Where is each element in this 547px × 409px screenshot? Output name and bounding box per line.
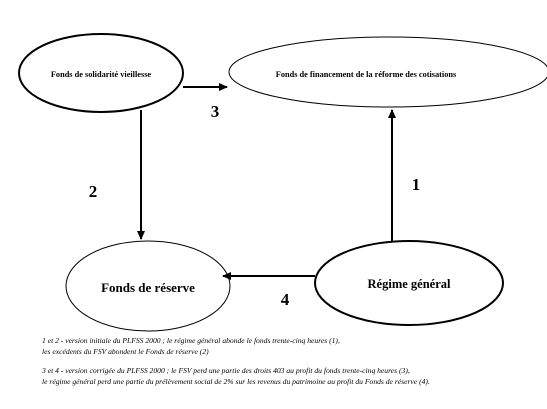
node-reserve: Fonds de réserve	[65, 240, 231, 332]
edge-label-1: 1	[412, 175, 421, 194]
footnote-line-4: le régime général perd une partie du pré…	[42, 376, 430, 386]
footnotes: 1 et 2 - version initiale du PLFSS 2000 …	[42, 336, 542, 387]
node-regime-label: Régime général	[368, 277, 451, 291]
footnote-line-3: 3 et 4 - version corrigée du PLFSS 2000 …	[42, 366, 410, 375]
node-forec: Fonds de financement de la réforme des c…	[228, 36, 547, 108]
edge-label-2: 2	[89, 182, 98, 201]
node-reserve-label: Fonds de réserve	[101, 280, 195, 295]
edge-label-3: 3	[211, 102, 220, 121]
node-forec-label: Fonds de financement de la réforme des c…	[276, 70, 457, 79]
node-fsv: Fonds de solidarité vieillesse	[18, 33, 184, 113]
footnote-line-1: 1 et 2 - version initiale du PLFSS 2000 …	[42, 336, 340, 345]
node-fsv-label: Fonds de solidarité vieillesse	[51, 70, 152, 79]
edge-label-4: 4	[281, 290, 290, 309]
node-regime: Régime général	[314, 240, 504, 326]
footnote-line-2: les excédents du FSV abondent le Fonds d…	[42, 346, 209, 356]
